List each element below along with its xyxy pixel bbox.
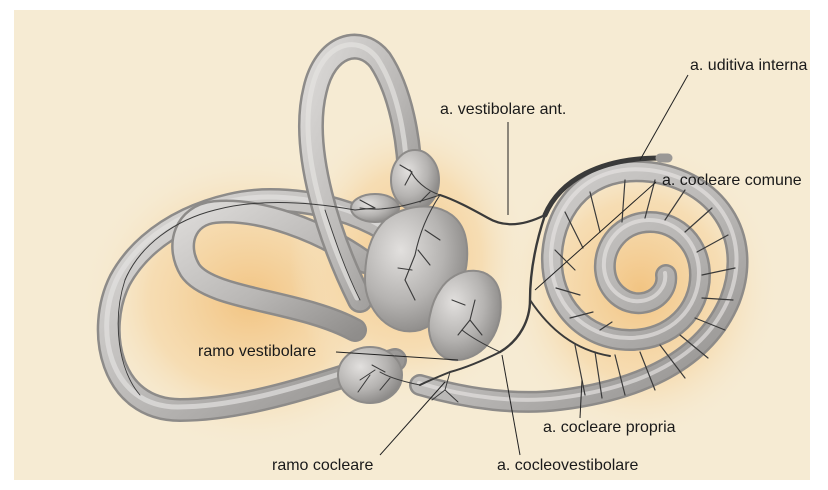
label-a-uditiva-interna: a. uditiva interna <box>690 57 807 75</box>
label-a-cocleare-comune: a. cocleare comune <box>662 172 802 190</box>
label-a-cocleare-propria: a. cocleare propria <box>543 419 676 437</box>
label-ramo-cocleare: ramo cocleare <box>272 457 373 475</box>
label-a-cocleovestibolare: a. cocleovestibolare <box>497 457 638 475</box>
label-a-vestibolare-ant: a. vestibolare ant. <box>440 101 566 119</box>
superior-ampulla <box>391 150 439 210</box>
label-ramo-vestibolare: ramo vestibolare <box>198 343 316 361</box>
